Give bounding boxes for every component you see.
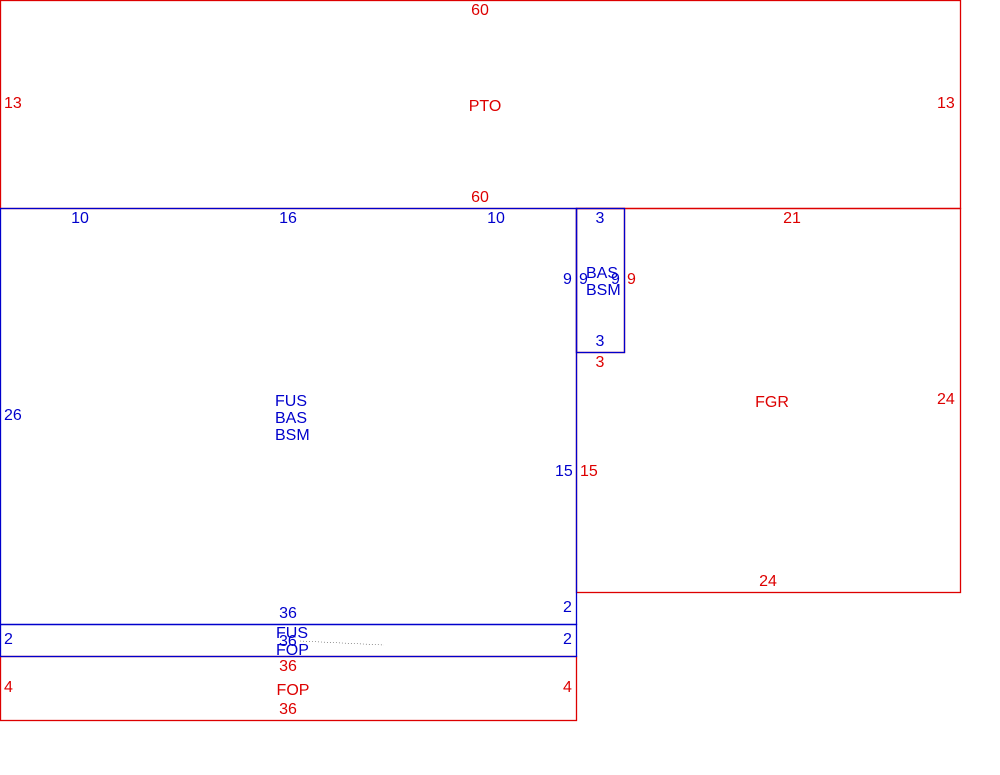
fus-name-2: BAS [275,410,308,427]
fop-top-dimension: 36 [279,658,297,675]
bas-small-bottom-dimension: 3 [595,333,605,350]
bas-small-red-bottom-dimension: 3 [595,354,605,371]
pto-left-dimension: 13 [4,95,22,112]
pto-bottom-dimension: 60 [471,189,489,206]
fus-top-dimension-1: 10 [71,210,89,227]
bas-small-top-dimension: 3 [595,210,605,227]
bas-small-name-2: BSM [586,282,621,299]
fop-right-dimension: 4 [563,679,572,696]
fus-name-3: BSM [275,427,310,444]
fus-strip-name-2: FOP [276,642,309,659]
fus-strip-left-dimension: 2 [4,631,13,648]
fus-bottom-right-dimension: 2 [563,599,572,616]
fus-strip-right-dimension: 2 [563,631,572,648]
fus-strip-top-dimension: 36 [279,605,297,622]
fop-name: FOP [276,682,310,699]
bas-small-left-dimension: 9 [563,271,572,288]
fus-right-dimension: 15 [555,463,573,480]
fgr-name: FGR [755,394,789,411]
bas-small-red-inner-dimension: 9 [611,271,620,288]
pto-name: PTO [468,98,502,115]
fus-strip-name-1: FUS [276,625,308,642]
dotted-connector [299,640,385,646]
bas-small-inner-dimension: 9 [579,271,588,288]
bas-small-region [575,207,626,354]
pto-right-dimension: 13 [937,95,955,112]
fus-strip-overlap-dimension: 36 [279,633,297,650]
fus-strip-region [0,623,578,658]
fus-name-1: FUS [275,393,307,410]
fop-left-dimension: 4 [4,679,13,696]
fgr-bottom-dimension: 24 [759,573,777,590]
fus-left-dimension: 26 [4,407,22,424]
fop-bottom-dimension: 36 [279,701,297,718]
pto-top-dimension: 60 [471,2,489,19]
fgr-top-dimension: 21 [783,210,801,227]
fgr-left-dimension: 15 [580,463,598,480]
fus-top-dimension-2: 16 [279,210,297,227]
bas-small-red-right-dimension: 9 [627,271,636,288]
bas-small-name-1: BAS [586,265,619,282]
fgr-right-dimension: 24 [937,391,955,408]
fus-top-dimension-3: 10 [487,210,505,227]
